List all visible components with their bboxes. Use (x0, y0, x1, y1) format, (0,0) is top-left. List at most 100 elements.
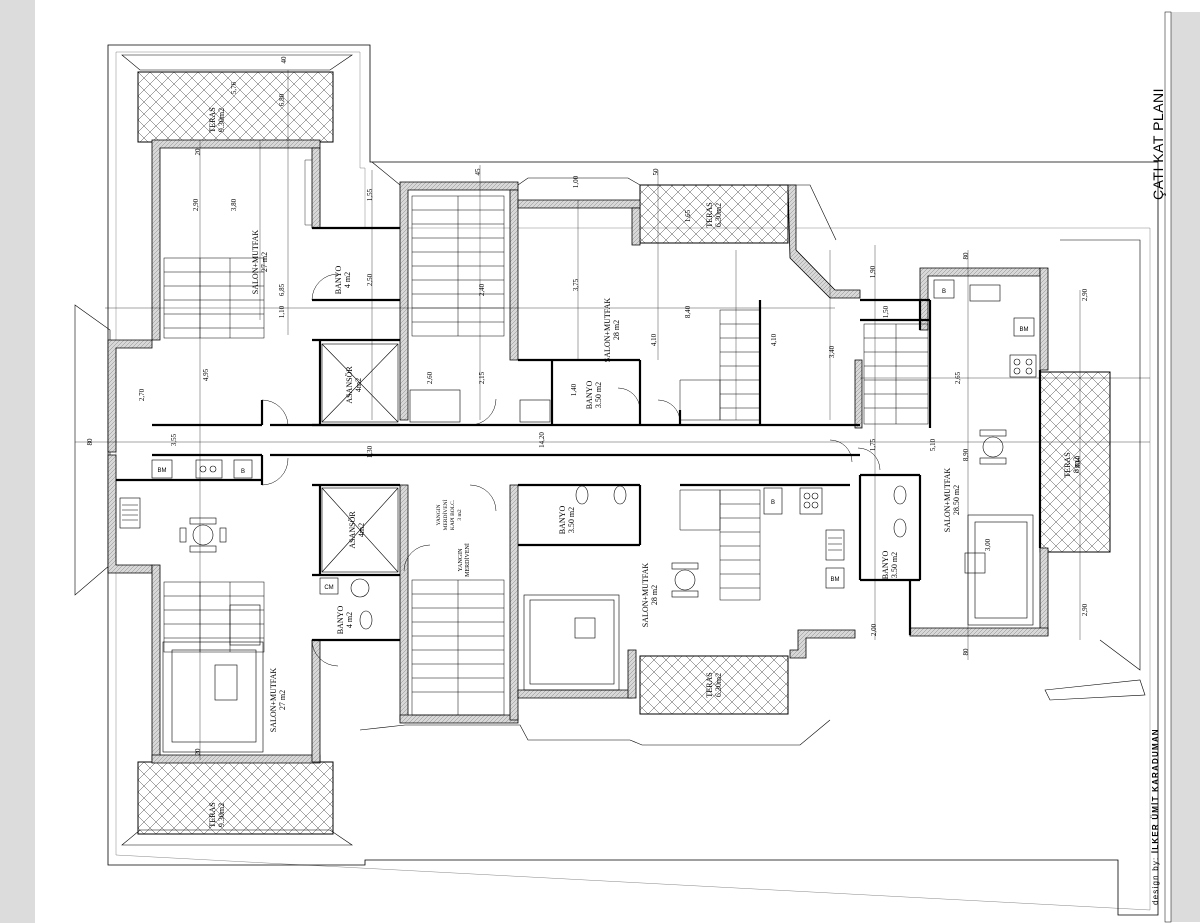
room-teras-sc-name: TERAS (705, 672, 714, 697)
room-salon-sw: SALON+MUTFAK 27 m2 (269, 668, 287, 733)
room-asansor-s: ASANSÖR 4m2 (348, 511, 366, 549)
room-teras-nc: TERAS 6.30m2 (705, 202, 723, 227)
room-salon-nc-name: SALON+MUTFAK (603, 298, 612, 363)
room-teras-nw-area: 9.30m2 (217, 108, 226, 132)
room-teras-sw-area: 9.30m2 (217, 803, 226, 827)
room-salon-nw-name: SALON+MUTFAK (251, 230, 260, 295)
dim-175: 1,75 (869, 438, 877, 451)
room-teras-e-area: 8 m2 (1072, 457, 1081, 473)
dim-340: 3,40 (828, 345, 836, 358)
room-salon-nw-area: 27 m2 (260, 252, 269, 272)
room-yangin-kapi-line3: KAPI BOLC. (450, 499, 456, 530)
room-yangin-line1: YANGIN (458, 548, 464, 572)
dim-80c: 80 (962, 648, 970, 656)
dim-130: 1,30 (366, 445, 374, 458)
room-teras-nw: TERAS 9.30m2 (208, 107, 226, 132)
dimension-labels: 6,80 3,80 2,90 6,85 1,10 4,95 2,70 3,55 … (86, 56, 1089, 756)
room-salon-sc-name: SALON+MUTFAK (641, 563, 650, 628)
room-asansor-s-name: ASANSÖR (348, 511, 357, 549)
dim-290c: 2,90 (1081, 603, 1089, 616)
room-asansor-n-area: 4m2 (354, 378, 363, 392)
staircases (163, 195, 929, 716)
dim-20b: 20 (194, 748, 202, 756)
room-teras-nc-area: 6.30m2 (714, 203, 723, 227)
door-swings (261, 273, 881, 667)
room-yangin-kapi-line2: MERDİVENİ (442, 499, 449, 530)
room-salon-e: SALON+MUTFAK 28.50 m2 (943, 468, 961, 533)
room-salon-sw-name: SALON+MUTFAK (269, 668, 278, 733)
dim-410a: 4,10 (650, 333, 658, 346)
dim-840: 8,40 (684, 305, 692, 318)
dim-270: 2,70 (138, 388, 146, 401)
dim-215: 2,15 (478, 371, 486, 384)
room-banyo-nw: BANYO 4 m2 (334, 266, 352, 295)
room-teras-e: TERAS 8 m2 (1063, 452, 1081, 477)
dim-290b: 2,90 (1081, 288, 1089, 301)
dim-265: 2,65 (954, 371, 962, 384)
credit-name: İLKER ÜMİT KARADUMAN (1151, 728, 1160, 854)
room-banyo-e-name: BANYO (881, 551, 890, 580)
room-yangin-kapi-line1: YANGIN (436, 504, 442, 525)
dim-165: 1,65 (684, 209, 692, 222)
room-asansor-n: ASANSÖR 4m2 (345, 366, 363, 404)
room-salon-sw-area: 27 m2 (278, 690, 287, 710)
dim-410b: 4,10 (770, 333, 778, 346)
room-teras-sc-area: 6.30m2 (714, 673, 723, 697)
dim-300: 3,00 (984, 538, 992, 551)
dim-290a: 2,90 (192, 198, 200, 211)
dim-355: 3,55 (170, 433, 178, 446)
room-banyo-nw-name: BANYO (334, 266, 343, 295)
fixture-bm-3: BM (831, 577, 840, 583)
room-teras-nw-name: TERAS (208, 107, 217, 132)
room-salon-nw: SALON+MUTFAK 27 m2 (251, 230, 269, 295)
dim-200: 2,00 (870, 623, 878, 636)
room-banyo-nc-name: BANYO (585, 381, 594, 410)
dim-50: 50 (652, 168, 660, 176)
dim-45: 45 (474, 168, 482, 176)
dim-155: 1,55 (366, 188, 374, 201)
room-banyo-sc: BANYO 3.50 m2 (558, 506, 576, 535)
room-banyo-sc-name: BANYO (558, 506, 567, 535)
dim-150: 1,50 (882, 305, 890, 318)
exterior-walls (107, 139, 1049, 764)
dim-576: 5,76 (230, 81, 238, 94)
roof-eaves (74, 54, 1146, 846)
dim-890: 8,90 (962, 448, 970, 461)
dim-685: 6,85 (278, 283, 286, 296)
room-yangin: YANGIN MERDİVENİ (458, 543, 471, 577)
dim-110: 1,10 (278, 305, 286, 318)
dim-250: 2,50 (366, 273, 374, 286)
dim-495: 4,95 (202, 368, 210, 381)
elevator-shafts (321, 343, 399, 573)
dim-260: 2,60 (426, 371, 434, 384)
room-salon-sc-area: 28 m2 (650, 585, 659, 605)
room-salon-nc: SALON+MUTFAK 28 m2 (603, 298, 621, 363)
room-teras-sw-name: TERAS (208, 802, 217, 827)
fixture-b-1: B (241, 469, 245, 475)
dim-140: 1,40 (570, 383, 578, 396)
fixture-b-3: B (771, 500, 775, 506)
dim-680: 6,80 (278, 93, 286, 106)
plan-title: ÇATI KAT PLANI (1150, 87, 1166, 200)
room-teras-e-name: TERAS (1063, 452, 1072, 477)
room-banyo-sw: BANYO 4 m2 (336, 606, 354, 635)
designer-credit: design by: İLKER ÜMİT KARADUMAN (1151, 728, 1160, 905)
room-labels: SALON+MUTFAK 27 m2 SALON+MUTFAK 27 m2 SA… (208, 107, 1081, 827)
room-banyo-e: BANYO 3.50 m2 (881, 551, 899, 580)
fixture-b-2: B (942, 289, 946, 295)
room-yangin-line2: MERDİVENİ (464, 543, 471, 577)
dim-100: 1,00 (572, 175, 580, 188)
interior-walls (116, 226, 1042, 642)
room-banyo-e-area: 3.50 m2 (890, 552, 899, 578)
room-asansor-s-area: 4m2 (357, 523, 366, 537)
furniture (119, 284, 1037, 753)
fixture-bm-2: BM (1020, 327, 1029, 333)
room-yangin-kapi-line4: 3 m2 (457, 509, 463, 520)
dim-810: 8,10 (1074, 455, 1082, 468)
dim-375: 3,75 (572, 278, 580, 291)
dim-380: 3,80 (230, 198, 238, 211)
room-banyo-nc-area: 3.50 m2 (594, 382, 603, 408)
fixture-labels: BM B B BM B BM CM (158, 289, 1029, 591)
terrace-hatches (137, 71, 1111, 835)
